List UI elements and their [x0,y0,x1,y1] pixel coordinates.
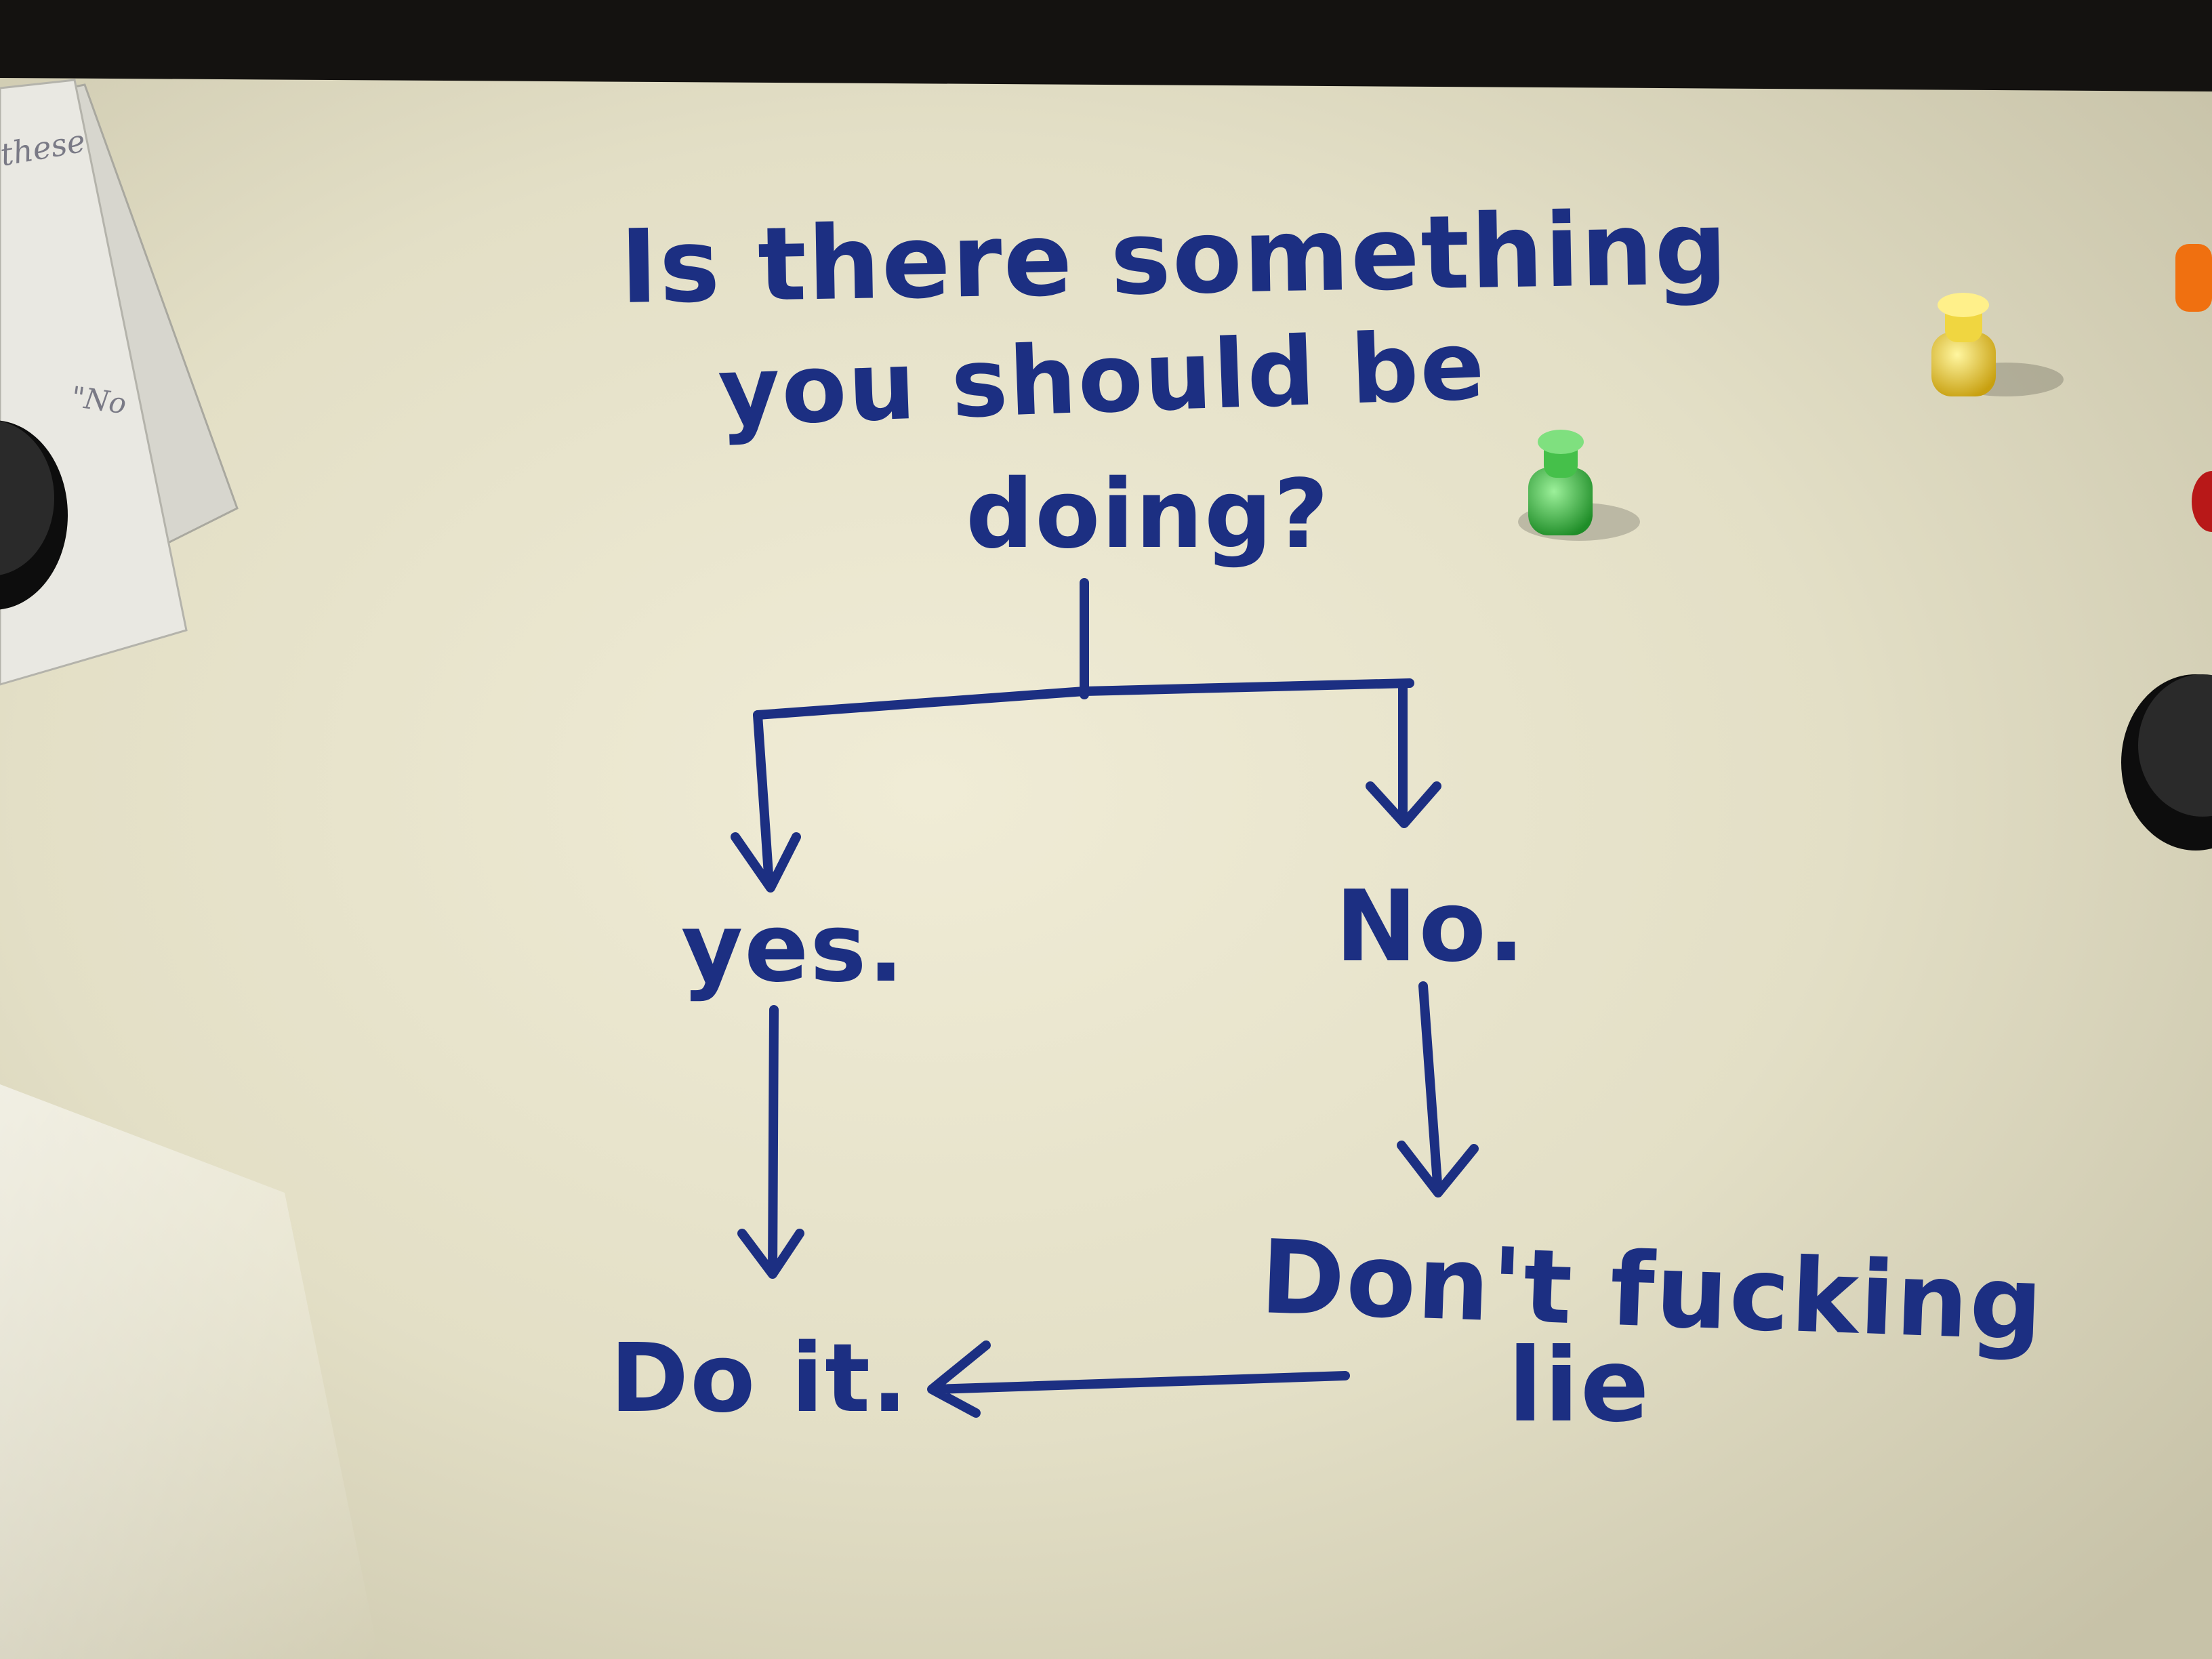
no-to-dont-arrow [1397,981,1479,1197]
push-pin-orange [2175,244,2212,312]
board-frame [0,0,2212,95]
yes-arrow [731,710,801,893]
paper-note-fragment-mid: "No [69,380,129,421]
yes-to-doit-arrow [737,1005,804,1279]
flowchart-connectors [731,578,1479,1418]
do-it-label: Do it. [610,1324,909,1434]
dont-line-2: lie [1508,1327,1651,1445]
dont-to-doit-arrow [927,1340,1350,1418]
yes-label: yes. [681,893,905,1004]
dont-line-1: Don't fucking [1258,1218,2046,1364]
push-pin-yellow [1931,293,2064,396]
branch-bar [753,678,1414,720]
magnet-left [0,420,68,610]
question-line-2: you should be [716,310,1488,448]
question-line-1: Is there something [619,189,1730,327]
no-arrow [1366,680,1441,828]
light-glare [0,1084,380,1659]
question-line-3: doing? [966,459,1330,570]
push-pin-red [2192,471,2212,532]
no-label: No. [1335,869,1527,984]
push-pin-green [1518,430,1640,541]
board-surface [0,78,2212,1659]
magnet-right [2121,674,2212,851]
